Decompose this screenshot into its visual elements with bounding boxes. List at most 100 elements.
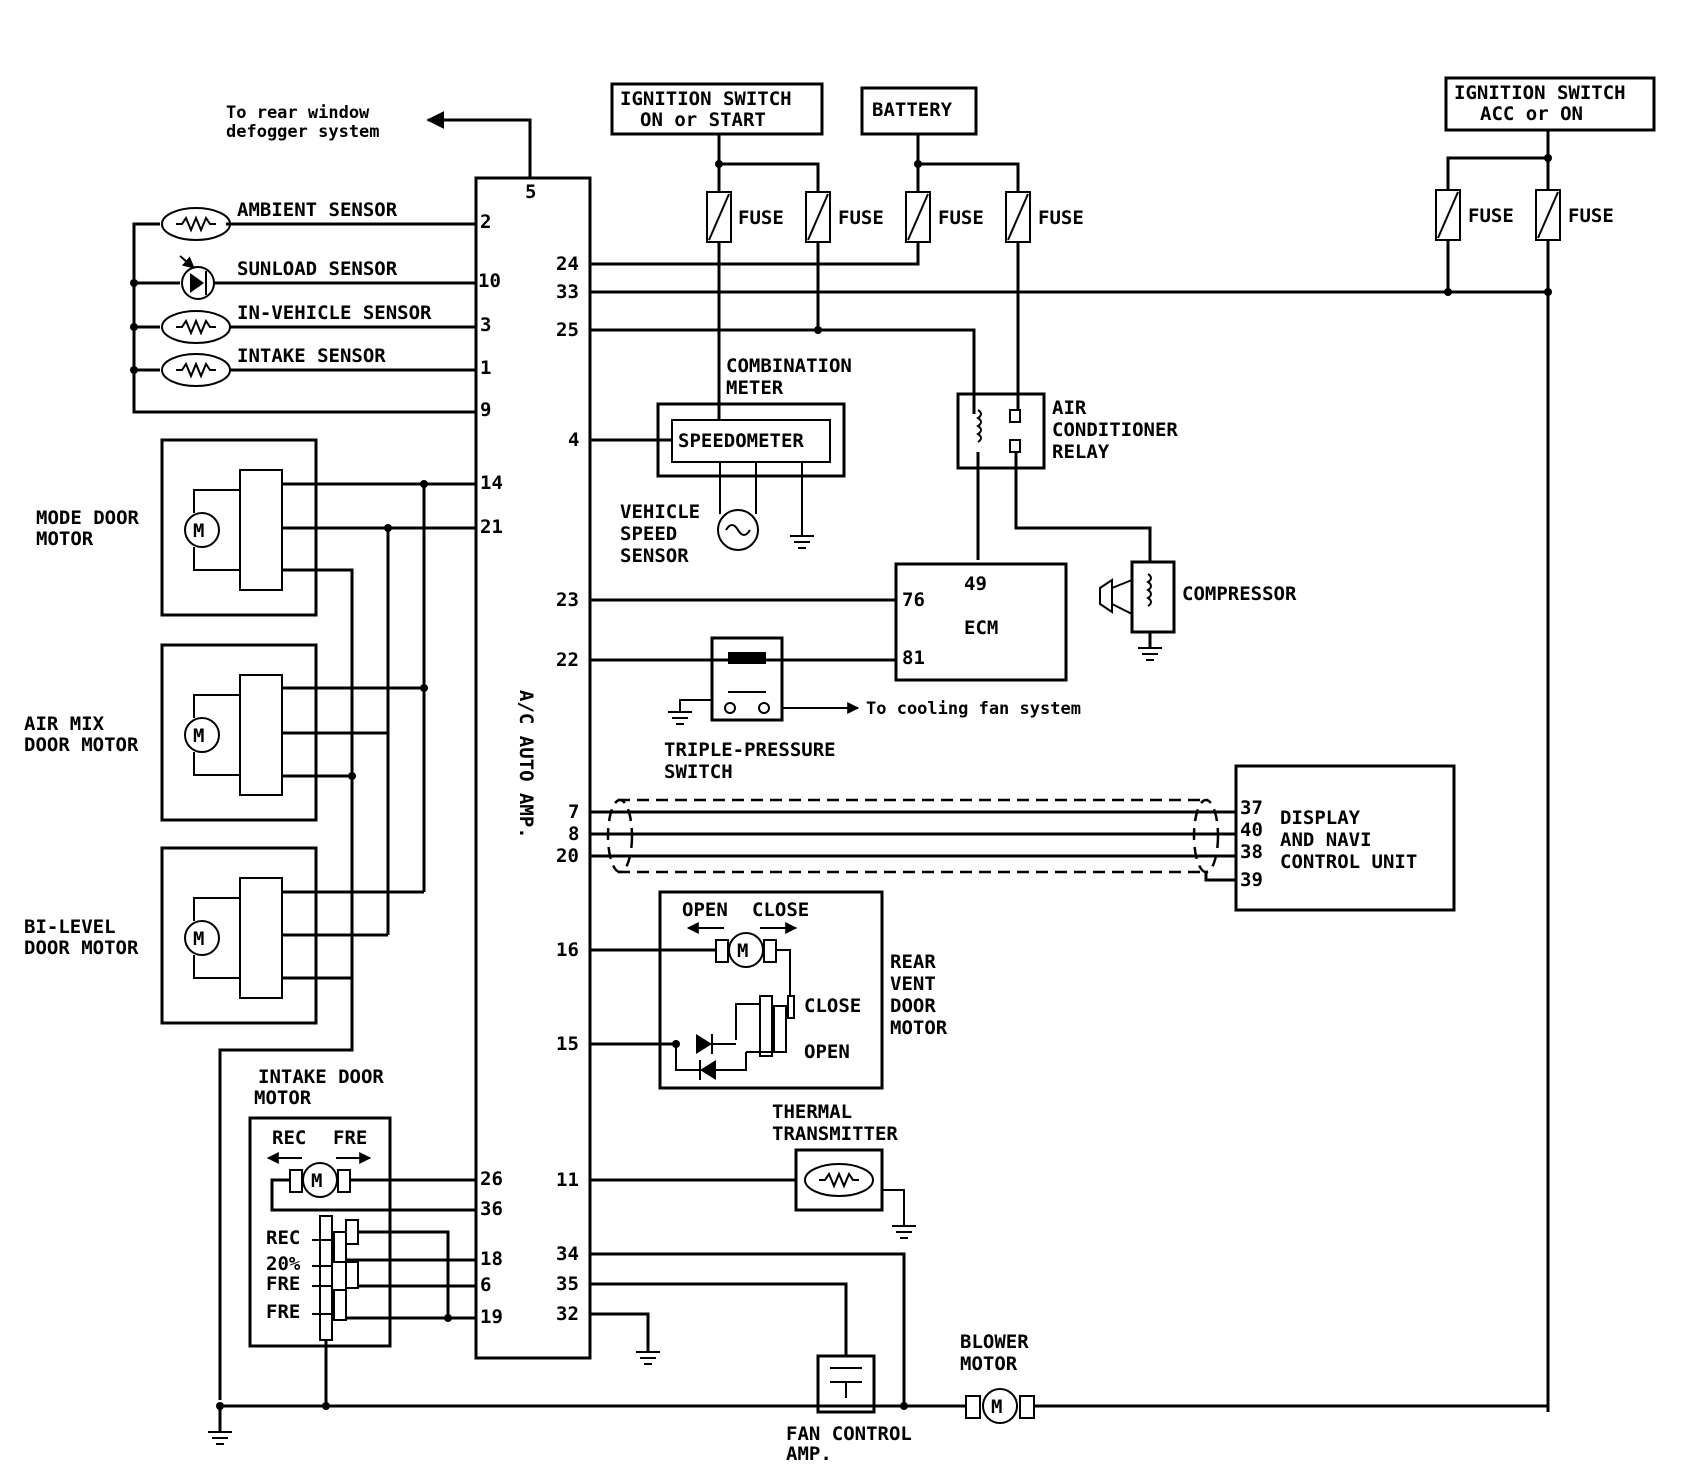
rear-vent-open-pos-label: OPEN xyxy=(804,1041,850,1063)
fuse-label-5: FUSE xyxy=(1468,205,1514,227)
fuse-icon xyxy=(706,191,732,243)
vehicle-speed-sensor-label-2: SPEED xyxy=(620,523,677,545)
ignition-acc-on-label-1: IGNITION SWITCH xyxy=(1454,82,1626,104)
ambient-sensor-label: AMBIENT SENSOR xyxy=(237,199,398,221)
pin-4: 4 xyxy=(568,429,579,451)
pin-25: 25 xyxy=(556,319,579,341)
rear-vent-label-2: VENT xyxy=(890,973,936,995)
air-mix-motor-label-2: DOOR MOTOR xyxy=(24,734,139,756)
display-navi-label-3: CONTROL UNIT xyxy=(1280,851,1417,873)
fuse-icon xyxy=(1005,191,1031,243)
ac-relay-box xyxy=(956,392,1046,470)
blower-motor-symbol: M xyxy=(991,1396,1002,1418)
fuse-icon xyxy=(905,191,931,243)
fuse-label-3: FUSE xyxy=(938,207,984,229)
intake-door-motor-symbol: M xyxy=(311,1170,322,1192)
bi-level-motor-label-1: BI-LEVEL xyxy=(24,916,116,938)
intake-door-motor-label-1: INTAKE DOOR xyxy=(258,1066,384,1088)
pin-24: 24 xyxy=(556,253,579,275)
pin-36: 36 xyxy=(480,1198,503,1220)
thermal-transmitter-label-2: TRANSMITTER xyxy=(772,1123,898,1145)
pin-8: 8 xyxy=(568,823,579,845)
pin-20: 20 xyxy=(556,845,579,867)
pin-9: 9 xyxy=(480,399,491,421)
ac-auto-amp-box xyxy=(474,176,592,1360)
bi-level-motor-symbol: M xyxy=(193,928,204,950)
display-pin-38: 38 xyxy=(1240,841,1263,863)
fan-control-amp-label-2: AMP. xyxy=(786,1443,832,1465)
intake-rec-label: REC xyxy=(272,1127,306,1149)
pin-2: 2 xyxy=(480,211,491,233)
intake-door-motor-label-2: MOTOR xyxy=(254,1087,312,1109)
blower-motor-label-1: BLOWER xyxy=(960,1331,1029,1353)
pin-15: 15 xyxy=(556,1033,579,1055)
in-vehicle-sensor-label: IN-VEHICLE SENSOR xyxy=(237,302,432,324)
ecm-label: ECM xyxy=(964,617,998,639)
pin-10: 10 xyxy=(478,270,501,292)
ignition-on-start-box xyxy=(610,82,824,136)
pin-1: 1 xyxy=(480,357,491,379)
pin-5: 5 xyxy=(525,181,536,203)
to-cooling-fan-label: To cooling fan system xyxy=(866,699,1081,719)
ground-icon xyxy=(667,711,693,725)
ecm-pin-76: 76 xyxy=(902,589,925,611)
ground-icon xyxy=(635,1351,661,1365)
rear-vent-motor-symbol: M xyxy=(737,940,748,962)
pin-26: 26 xyxy=(480,1168,503,1190)
vehicle-speed-sensor-label-3: SENSOR xyxy=(620,545,689,567)
fuse-label-1: FUSE xyxy=(738,207,784,229)
display-pin-40: 40 xyxy=(1240,819,1263,841)
sunload-sensor-label: SUNLOAD SENSOR xyxy=(237,258,398,280)
ac-relay-label-1: AIR xyxy=(1052,397,1087,419)
intake-pos-rec: REC xyxy=(266,1227,300,1249)
ac-relay-label-3: RELAY xyxy=(1052,441,1110,463)
rear-vent-label-1: REAR xyxy=(890,951,936,973)
intake-sensor-label: INTAKE SENSOR xyxy=(237,345,386,367)
pin-6: 6 xyxy=(480,1274,491,1296)
vehicle-speed-sensor-label-1: VEHICLE xyxy=(620,501,700,523)
in-vehicle-sensor-icon xyxy=(161,310,231,344)
battery-label: BATTERY xyxy=(872,99,953,121)
fuse-icon xyxy=(1435,189,1461,241)
intake-sensor-icon xyxy=(161,353,231,387)
pin-35: 35 xyxy=(556,1273,579,1295)
speedometer-label: SPEEDOMETER xyxy=(678,430,804,452)
thermal-transmitter-icon xyxy=(804,1163,874,1197)
air-mix-motor-symbol: M xyxy=(193,725,204,747)
pin-21: 21 xyxy=(480,516,503,538)
ignition-on-start-label-1: IGNITION SWITCH xyxy=(620,88,792,110)
rear-window-label-1: To rear window xyxy=(226,103,370,123)
display-navi-box xyxy=(1234,764,1456,912)
rear-vent-label-3: DOOR xyxy=(890,995,936,1017)
pin-18: 18 xyxy=(480,1248,503,1270)
ecm-box xyxy=(894,562,1068,682)
mode-door-motor-label-1: MODE DOOR xyxy=(36,507,140,529)
pin-19: 19 xyxy=(480,1306,503,1328)
mode-door-motor-symbol: M xyxy=(193,520,204,542)
ac-relay-label-2: CONDITIONER xyxy=(1052,419,1178,441)
pin-32: 32 xyxy=(556,1303,579,1325)
fuse-label-2: FUSE xyxy=(838,207,884,229)
ac-auto-amp-label: A/C AUTO AMP. xyxy=(515,690,537,839)
pin-11: 11 xyxy=(556,1169,579,1191)
fan-control-amp-box xyxy=(816,1354,876,1414)
mode-door-motor-label-2: MOTOR xyxy=(36,528,94,550)
pin-22: 22 xyxy=(556,649,579,671)
ground-icon xyxy=(1137,647,1163,661)
thermal-transmitter-label-1: THERMAL xyxy=(772,1101,852,1123)
pin-14: 14 xyxy=(480,472,503,494)
ignition-on-start-label-2: ON or START xyxy=(640,109,766,131)
fuse-icon xyxy=(1535,189,1561,241)
pin-16: 16 xyxy=(556,939,579,961)
rear-vent-close-pos-label: CLOSE xyxy=(804,995,861,1017)
combination-meter-label-2: METER xyxy=(726,377,784,399)
triple-pressure-label-2: SWITCH xyxy=(664,761,733,783)
ground-icon xyxy=(207,1431,233,1445)
fan-control-amp-label-1: FAN CONTROL xyxy=(786,1423,912,1445)
intake-pos-20: 20% xyxy=(266,1253,301,1275)
bi-level-motor-label-2: DOOR MOTOR xyxy=(24,937,139,959)
compressor-box xyxy=(1130,560,1176,634)
ambient-sensor-icon xyxy=(161,207,231,241)
thermal-transmitter-box xyxy=(794,1148,884,1212)
